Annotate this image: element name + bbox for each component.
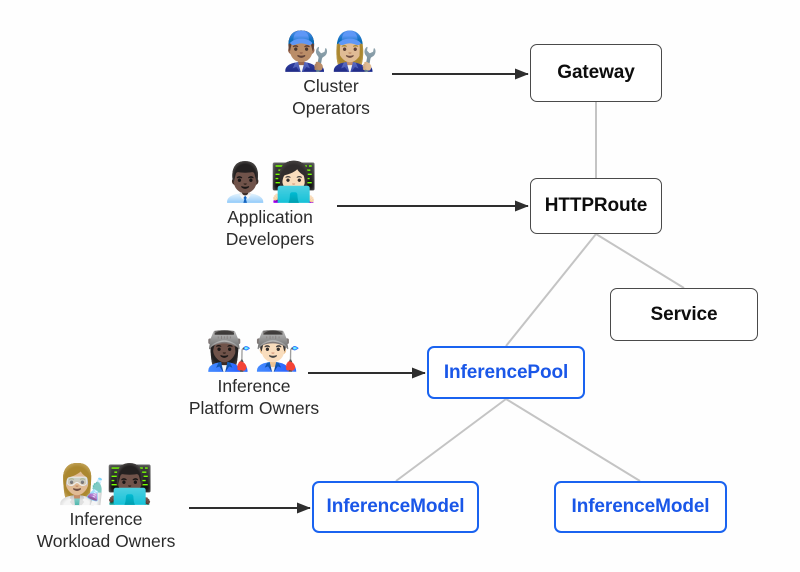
node-label: InferenceModel [326, 496, 465, 517]
node-inferencemodel1[interactable]: InferenceModel [312, 481, 479, 533]
actor-label: Cluster Operators [292, 76, 370, 118]
construction-worker-woman-icon construction-worker-man-icon: 👩🏿‍🏭👨🏻‍🏭 [205, 329, 303, 373]
node-service[interactable]: Service [610, 288, 758, 341]
actor-application-developers: 👨🏿‍💼👩🏻‍💻Application Developers [203, 161, 337, 250]
node-label: Service [650, 303, 718, 325]
relation-inferencepool-to-inferencemodel1 [395, 398, 507, 482]
node-label: Gateway [557, 62, 635, 83]
node-gateway[interactable]: Gateway [530, 44, 662, 102]
actor-label: Application Developers [225, 207, 315, 249]
relation-lines [395, 102, 685, 482]
actor-cluster-operators: 👨🏽‍🔧👩🏼‍🔧Cluster Operators [266, 30, 396, 119]
node-inferencemodel2[interactable]: InferenceModel [554, 481, 727, 533]
node-label: HTTPRoute [544, 195, 648, 216]
scientist-woman-icon technologist-man-icon: 👩🏼‍🔬👨🏿‍💻 [57, 462, 155, 506]
office-worker-man-icon technologist-woman-icon: 👨🏿‍💼👩🏻‍💻 [221, 160, 319, 204]
relation-httproute-to-service [595, 233, 685, 289]
actor-label: Inference Workload Owners [36, 509, 176, 551]
actor-arrows [189, 68, 529, 514]
mechanic-man-icon mechanic-woman-icon: 👨🏽‍🔧👩🏼‍🔧 [282, 29, 380, 73]
node-label: InferencePool [443, 361, 569, 383]
node-httproute[interactable]: HTTPRoute [530, 178, 662, 234]
relation-inferencepool-to-inferencemodel2 [505, 398, 641, 482]
node-label: InferenceModel [571, 496, 710, 517]
actor-inference-platform-owners: 👩🏿‍🏭👨🏻‍🏭Inference Platform Owners [172, 330, 336, 419]
node-inferencepool[interactable]: InferencePool [427, 346, 585, 399]
actor-inference-workload-owners: 👩🏼‍🔬👨🏿‍💻Inference Workload Owners [19, 463, 193, 552]
relation-httproute-to-inferencepool [505, 233, 597, 347]
actor-label: Inference Platform Owners [188, 376, 320, 418]
